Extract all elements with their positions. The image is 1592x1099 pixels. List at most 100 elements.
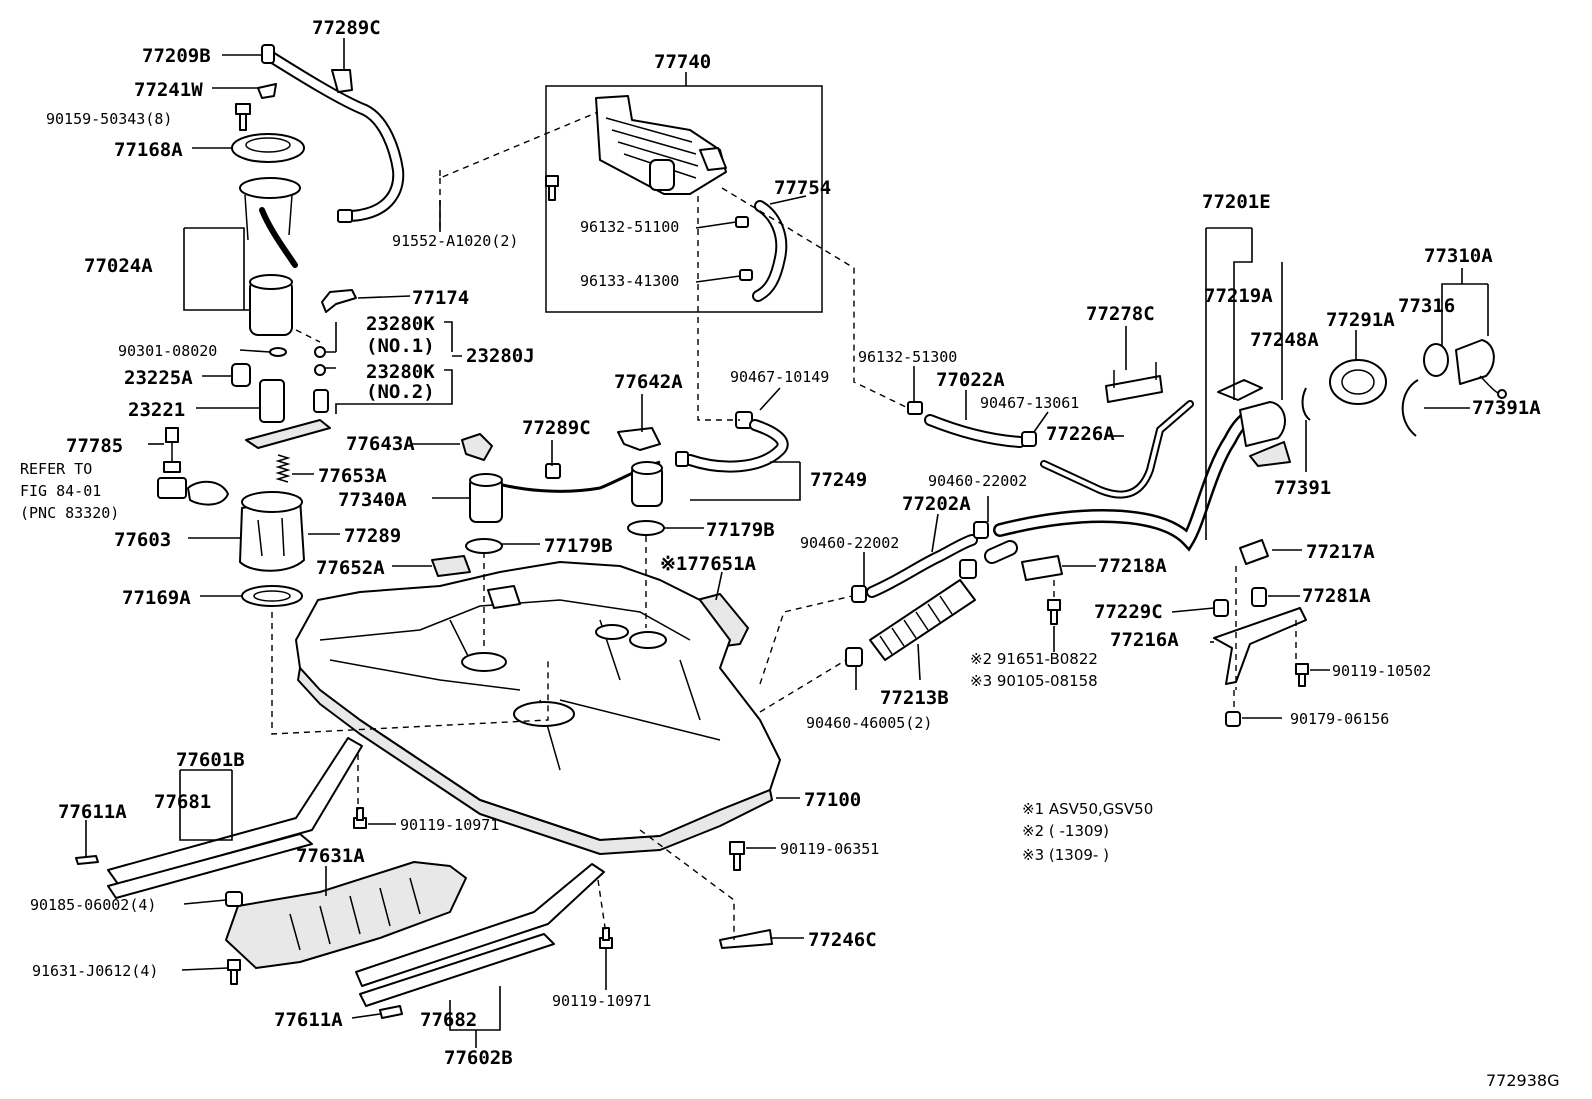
label-77248a: 77248A xyxy=(1250,329,1319,351)
clip-90467-13061 xyxy=(1021,431,1037,447)
label-77278c: 77278C xyxy=(1086,303,1155,325)
label-90119-10971-b: 90119-10971 xyxy=(552,992,651,1010)
note-3: ※3 (1309- ) xyxy=(1022,846,1109,864)
gasket-77169a xyxy=(241,585,303,607)
fuel-pump-23221 xyxy=(245,379,331,449)
label-77024a: 77024A xyxy=(84,255,153,277)
clip-77241w xyxy=(257,83,277,99)
label-77391: 77391 xyxy=(1274,477,1331,499)
label-77340a: 77340A xyxy=(338,489,407,511)
label-77754: 77754 xyxy=(774,177,831,199)
bolt-90119-10502 xyxy=(1295,663,1309,687)
part-labels: 77289C 77209B 77241W 90159-50343(8) 7716… xyxy=(20,17,1541,1069)
pad-77652a xyxy=(431,555,471,577)
hose-77022a xyxy=(924,414,1026,448)
label-90179: 90179-06156 xyxy=(1290,710,1389,728)
spring-77653a xyxy=(275,454,291,483)
label-96132-51300: 96132-51300 xyxy=(858,348,957,366)
label-77179b-left: 77179B xyxy=(544,535,613,557)
label-77202a: 77202A xyxy=(902,493,971,515)
label-23280j: 23280J xyxy=(466,345,535,367)
pump-assembly-77024a xyxy=(239,177,301,336)
filters-23280k xyxy=(314,346,326,376)
label-77289c-top: 77289C xyxy=(312,17,381,39)
protector-77631a xyxy=(225,861,467,969)
bracket-77642a xyxy=(617,427,661,451)
bolt-91631 xyxy=(227,959,241,985)
label-91631: 91631-J0612(4) xyxy=(32,962,158,980)
bracket-77218a xyxy=(1021,555,1063,581)
assembly-lines xyxy=(271,111,1297,940)
bracket-77246c xyxy=(719,929,773,949)
label-77022a: 77022A xyxy=(936,369,1005,391)
label-77651a: ※177651A xyxy=(660,553,757,575)
filler-pipe-77201e xyxy=(993,379,1291,552)
label-90460-22002-a: 90460-22002 xyxy=(928,472,1027,490)
breather-pipe-77226a xyxy=(1040,400,1194,499)
label-77213b: 77213B xyxy=(880,687,949,709)
clip-77229c xyxy=(1213,599,1229,617)
label-96132-51100: 96132-51100 xyxy=(580,218,679,236)
label-23280k-2: 23280K xyxy=(366,361,435,383)
clip-77289c-mid xyxy=(545,463,561,479)
inlet-hose-77213b xyxy=(869,540,1018,661)
bolt-90119-10971-a xyxy=(353,807,367,829)
label-77611a-bottom: 77611A xyxy=(274,1009,343,1031)
label-90301: 90301-08020 xyxy=(118,342,217,360)
leader-lines xyxy=(85,38,1489,1048)
clamp-77217a xyxy=(1239,539,1269,565)
label-77310a: 77310A xyxy=(1424,245,1493,267)
label-77601b: 77601B xyxy=(176,749,245,771)
label-77642a: 77642A xyxy=(614,371,683,393)
fuel-feed-line xyxy=(261,44,405,223)
sensor-77785 xyxy=(157,427,229,506)
label-90185: 90185-06002(4) xyxy=(30,896,156,914)
label-77216a: 77216A xyxy=(1110,629,1179,651)
charcoal-canister xyxy=(595,95,727,195)
label-77682: 77682 xyxy=(420,1009,477,1031)
clamps-90460-22002 xyxy=(851,521,989,603)
label-90119-06351: 90119-06351 xyxy=(780,840,879,858)
diagram-id: 772938G xyxy=(1486,1071,1559,1090)
label-77219a: 77219A xyxy=(1204,285,1273,307)
label-77316: 77316 xyxy=(1398,295,1455,317)
refer-line-1: REFER TO xyxy=(20,460,92,478)
label-96133-41300: 96133-41300 xyxy=(580,272,679,290)
label-90159: 90159-50343(8) xyxy=(46,110,172,128)
label-77179b-right: 77179B xyxy=(706,519,775,541)
label-23280k-2b: (NO.2) xyxy=(366,381,435,403)
label-77602b: 77602B xyxy=(444,1047,513,1069)
gasket-90301 xyxy=(269,347,287,357)
label-77289c-mid: 77289C xyxy=(522,417,591,439)
clip-96132-51300 xyxy=(907,401,923,415)
fuel-tank-77100 xyxy=(295,561,781,855)
label-90119-10971-a: 90119-10971 xyxy=(400,816,499,834)
bolt-90119-06351 xyxy=(729,841,745,871)
canister-hoses xyxy=(735,200,788,302)
cover-77643a xyxy=(461,433,493,461)
label-77246c: 77246C xyxy=(808,929,877,951)
vent-line-77249 xyxy=(675,419,789,473)
label-90105: ※3 90105-08158 xyxy=(970,672,1098,690)
label-77201e: 77201E xyxy=(1202,191,1271,213)
label-77249: 77249 xyxy=(810,469,867,491)
hose-77202a xyxy=(866,534,978,598)
label-77653a: 77653A xyxy=(318,465,387,487)
label-77209b: 77209B xyxy=(142,45,211,67)
label-77229c: 77229C xyxy=(1094,601,1163,623)
label-77289: 77289 xyxy=(344,525,401,547)
refer-line-3: (PNC 83320) xyxy=(20,504,119,522)
label-77169a: 77169A xyxy=(122,587,191,609)
note-1: ※1 ASV50,GSV50 xyxy=(1022,800,1153,818)
label-77281a: 77281A xyxy=(1302,585,1371,607)
label-77174: 77174 xyxy=(412,287,469,309)
label-77100: 77100 xyxy=(804,789,861,811)
nut-90179 xyxy=(1225,711,1241,727)
label-77643a: 77643A xyxy=(346,433,415,455)
label-77226a: 77226A xyxy=(1046,423,1115,445)
strap-77601b xyxy=(107,737,363,899)
label-90119-10502: 90119-10502 xyxy=(1332,662,1431,680)
label-77291a: 77291A xyxy=(1326,309,1395,331)
